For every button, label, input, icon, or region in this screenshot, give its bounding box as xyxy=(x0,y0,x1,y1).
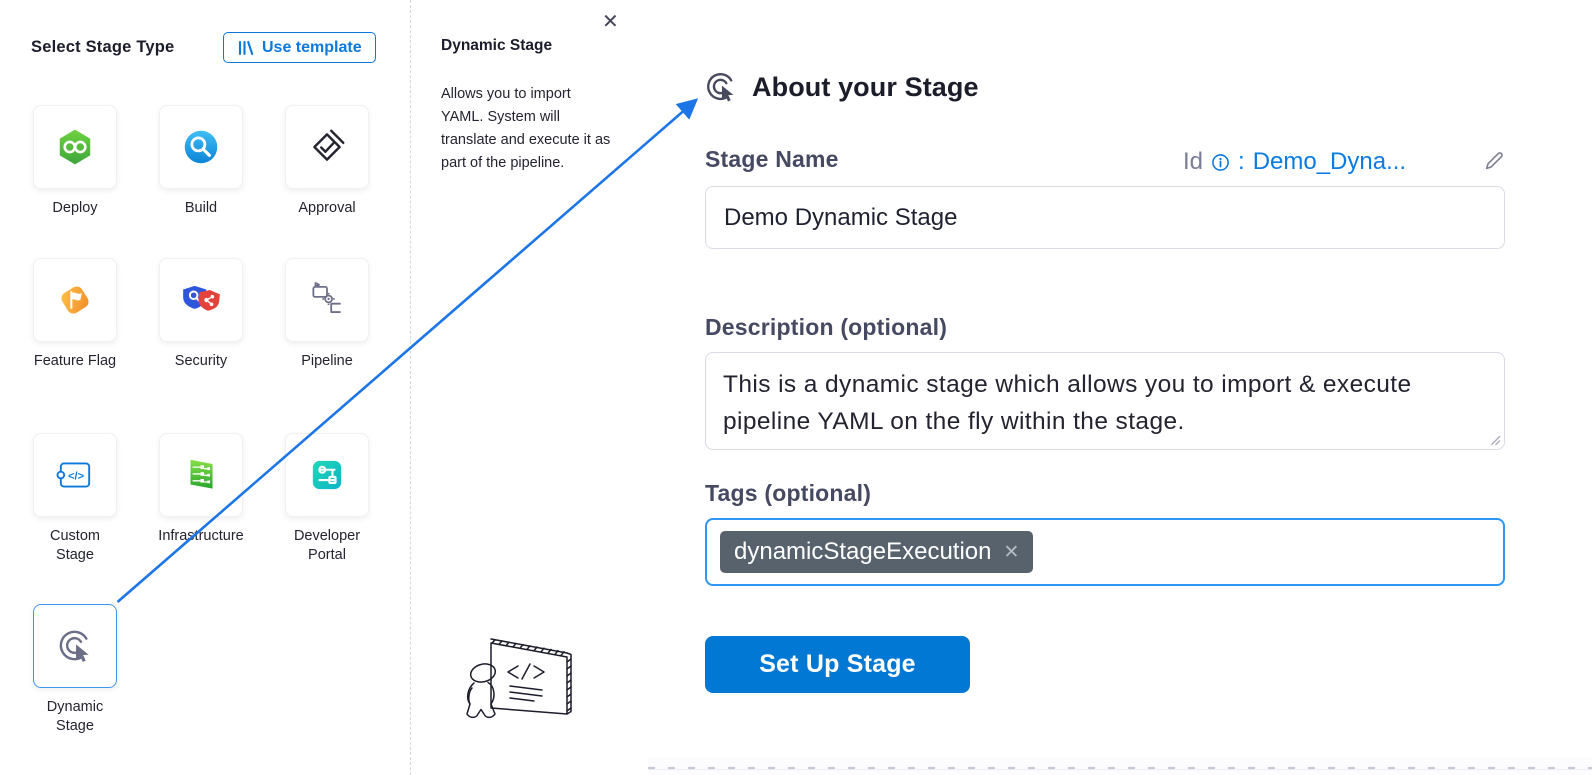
resize-handle-icon[interactable] xyxy=(1488,433,1501,446)
about-stage-header: About your Stage xyxy=(702,68,979,106)
id-label: Id xyxy=(1183,148,1204,175)
stage-name-label: Stage Name xyxy=(705,146,839,172)
stage-tile-label: Deploy xyxy=(52,200,98,216)
stage-id-row: Id : Demo_Dyna... xyxy=(1183,148,1406,176)
stage-name-input[interactable] xyxy=(705,186,1505,249)
feature-flag-icon xyxy=(61,286,89,314)
security-tile-button[interactable] xyxy=(159,258,243,342)
feature-flag-tile-button[interactable] xyxy=(33,258,117,342)
description-textarea[interactable]: This is a dynamic stage which allows you… xyxy=(705,352,1505,450)
stage-tile-deploy: Deploy xyxy=(33,105,117,218)
stage-tile-label: Custom Stage xyxy=(50,528,100,563)
select-stage-type-title: Select Stage Type xyxy=(31,38,175,56)
infrastructure-tile-button[interactable] xyxy=(159,433,243,517)
tag-chip-label: dynamicStageExecution xyxy=(734,538,992,565)
presentation-illustration xyxy=(458,626,580,728)
stage-tile-label: Approval xyxy=(298,200,356,216)
stage-tile-developer-portal: Developer Portal xyxy=(285,433,369,564)
info-panel-title: Dynamic Stage xyxy=(441,37,553,54)
pipeline-canvas-strip xyxy=(648,757,1592,775)
id-separator: : xyxy=(1238,148,1245,175)
tag-chip: dynamicStageExecution ✕ xyxy=(720,531,1034,573)
pipeline-icon xyxy=(312,282,341,313)
info-panel-description: Allows you to import YAML. System will t… xyxy=(441,86,611,171)
presenter-whiteboard-icon xyxy=(466,638,572,719)
pipeline-tile-button[interactable] xyxy=(285,258,369,342)
stage-id-value[interactable]: Demo_Dyna... xyxy=(1252,148,1407,175)
stage-tile-approval: Approval xyxy=(285,105,369,218)
about-stage-title: About your Stage xyxy=(752,71,979,102)
stage-tile-label: Security xyxy=(174,353,228,369)
close-icon[interactable]: ✕ xyxy=(602,11,619,33)
approval-icon xyxy=(313,129,345,161)
dynamic-stage-icon xyxy=(59,630,89,662)
security-icon xyxy=(183,285,220,311)
tags-label: Tags (optional) xyxy=(705,480,872,506)
build-icon xyxy=(184,130,218,164)
edit-icon[interactable] xyxy=(1483,149,1506,172)
use-template-label: Use template xyxy=(262,38,362,56)
build-tile-button[interactable] xyxy=(159,105,243,189)
developer-portal-icon xyxy=(312,460,342,490)
custom-stage-icon: </> xyxy=(56,462,91,488)
stage-tile-security: Security xyxy=(159,258,243,371)
stage-tile-pipeline: Pipeline xyxy=(285,258,369,371)
stage-tile-label: Infrastructure xyxy=(158,528,244,544)
approval-tile-button[interactable] xyxy=(285,105,369,189)
stage-tile-label: Feature Flag xyxy=(33,353,117,369)
template-library-icon xyxy=(238,40,254,55)
stage-tile-feature-flag: Feature Flag xyxy=(33,258,117,371)
stage-tile-dynamic-stage: Dynamic Stage xyxy=(33,604,117,735)
panel-divider xyxy=(410,0,411,775)
dynamic-stage-tile-button[interactable] xyxy=(33,604,117,688)
use-template-button[interactable]: Use template xyxy=(223,32,376,63)
developer-portal-tile-button[interactable] xyxy=(285,433,369,517)
remove-tag-icon[interactable]: ✕ xyxy=(1003,541,1020,563)
dynamic-stage-icon xyxy=(707,73,734,102)
svg-text:</>: </> xyxy=(68,471,84,483)
stage-tile-label: Developer Portal xyxy=(293,528,361,563)
deploy-icon xyxy=(59,129,91,165)
stage-tile-infrastructure: Infrastructure xyxy=(158,433,244,546)
stage-tile-label: Dynamic Stage xyxy=(46,699,104,734)
infrastructure-icon xyxy=(190,459,213,489)
stage-tile-custom-stage: </> Custom Stage xyxy=(33,433,117,564)
stage-tile-build: Build xyxy=(159,105,243,218)
set-up-stage-button[interactable]: Set Up Stage xyxy=(705,636,970,693)
info-icon[interactable] xyxy=(1211,153,1230,172)
custom-stage-tile-button[interactable]: </> xyxy=(33,433,117,517)
tags-input[interactable]: dynamicStageExecution ✕ xyxy=(705,518,1505,586)
stage-tile-label: Pipeline xyxy=(301,353,353,369)
stage-tile-label: Build xyxy=(184,200,218,216)
deploy-tile-button[interactable] xyxy=(33,105,117,189)
description-label: Description (optional) xyxy=(705,314,948,340)
